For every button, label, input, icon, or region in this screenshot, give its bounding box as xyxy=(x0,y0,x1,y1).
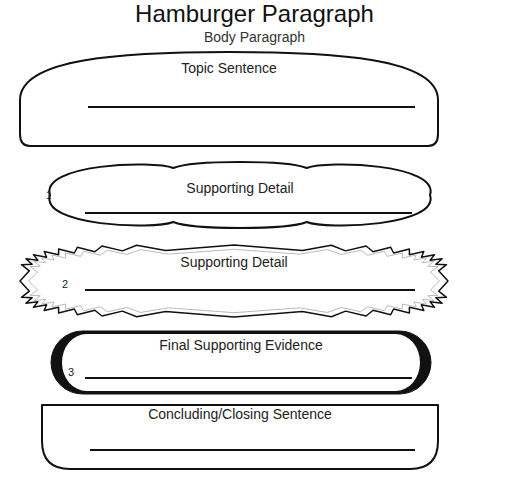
burger-layer: Final Supporting Evidence 3 xyxy=(50,330,432,395)
writing-line xyxy=(90,449,415,451)
writing-line xyxy=(88,106,415,108)
burger-layer: Concluding/Closing Sentence xyxy=(40,403,440,471)
writing-line xyxy=(85,289,415,291)
burger-layer: Supporting Detail 2 xyxy=(18,243,450,319)
layer-label: Topic Sentence xyxy=(18,60,440,76)
layer-label: Concluding/Closing Sentence xyxy=(40,406,440,422)
layer-label: Final Supporting Evidence xyxy=(50,337,432,353)
burger-layer: Supporting Detail1 xyxy=(40,158,440,232)
burger-layer: Topic Sentence xyxy=(18,50,440,148)
callout-number: 2 xyxy=(62,276,76,292)
writing-line xyxy=(85,212,412,214)
callout-number: 3 xyxy=(68,364,82,380)
callout-number: 1 xyxy=(46,188,60,204)
subtitle-label: Body Paragraph xyxy=(0,29,509,45)
diagram-title: Hamburger Paragraph xyxy=(0,0,509,28)
layer-label: Supporting Detail xyxy=(40,180,440,196)
layer-label: Supporting Detail xyxy=(18,254,450,270)
writing-line xyxy=(85,377,412,379)
